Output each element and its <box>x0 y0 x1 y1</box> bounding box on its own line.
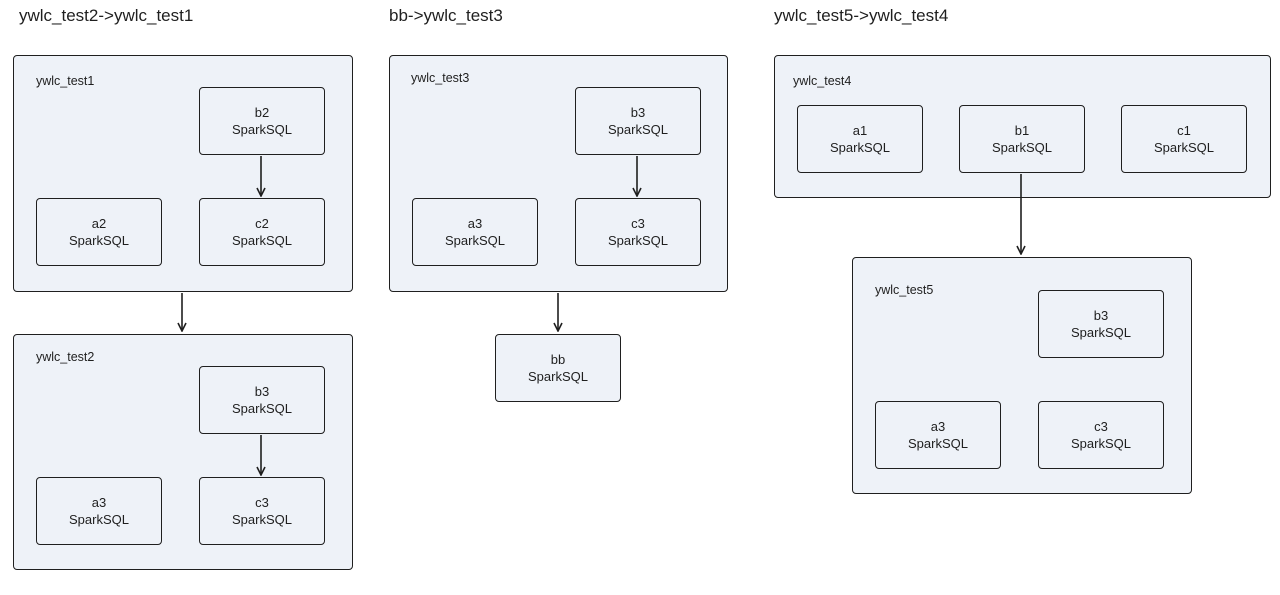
node-type: SparkSQL <box>1071 325 1131 340</box>
node-name: b1 <box>1014 123 1030 138</box>
node-c3[interactable]: c3 SparkSQL <box>1038 401 1164 469</box>
group-ywlc-test5[interactable]: ywlc_test5 b3 SparkSQL a3 SparkSQL c3 Sp… <box>852 257 1192 494</box>
node-b1[interactable]: b1 SparkSQL <box>959 105 1085 173</box>
node-type: SparkSQL <box>232 401 292 416</box>
diagram-title: ywlc_test5->ywlc_test4 <box>774 6 949 25</box>
group-label: ywlc_test5 <box>875 283 934 297</box>
group-label: ywlc_test3 <box>411 71 470 85</box>
node-c3[interactable]: c3 SparkSQL <box>575 198 701 266</box>
node-type: SparkSQL <box>232 233 292 248</box>
node-type: SparkSQL <box>232 122 292 137</box>
node-name: a3 <box>930 419 946 434</box>
group-ywlc-test2[interactable]: ywlc_test2 b3 SparkSQL a3 SparkSQL c3 Sp… <box>13 334 353 570</box>
node-type: SparkSQL <box>528 369 588 384</box>
node-b3[interactable]: b3 SparkSQL <box>575 87 701 155</box>
diagram-title: ywlc_test2->ywlc_test1 <box>19 6 194 25</box>
node-type: SparkSQL <box>1071 436 1131 451</box>
group-ywlc-test4[interactable]: ywlc_test4 a1 SparkSQL b1 SparkSQL c1 Sp… <box>774 55 1271 198</box>
node-c3[interactable]: c3 SparkSQL <box>199 477 325 545</box>
node-name: c3 <box>1094 419 1108 434</box>
node-type: SparkSQL <box>608 122 668 137</box>
group-label: ywlc_test2 <box>36 350 95 364</box>
node-name: b3 <box>630 105 646 120</box>
node-b3[interactable]: b3 SparkSQL <box>1038 290 1164 358</box>
node-name: c2 <box>255 216 269 231</box>
node-type: SparkSQL <box>830 140 890 155</box>
node-name: bb <box>550 352 566 367</box>
node-name: c3 <box>631 216 645 231</box>
node-name: a2 <box>91 216 107 231</box>
node-name: b2 <box>254 105 270 120</box>
node-type: SparkSQL <box>69 512 129 527</box>
group-label: ywlc_test4 <box>793 74 852 88</box>
node-b3[interactable]: b3 SparkSQL <box>199 366 325 434</box>
node-name: a3 <box>467 216 483 231</box>
node-a1[interactable]: a1 SparkSQL <box>797 105 923 173</box>
node-c1[interactable]: c1 SparkSQL <box>1121 105 1247 173</box>
node-name: c1 <box>1177 123 1191 138</box>
node-a2[interactable]: a2 SparkSQL <box>36 198 162 266</box>
group-ywlc-test1[interactable]: ywlc_test1 b2 SparkSQL a2 SparkSQL c2 Sp… <box>13 55 353 292</box>
node-type: SparkSQL <box>69 233 129 248</box>
node-a3[interactable]: a3 SparkSQL <box>875 401 1001 469</box>
node-bb[interactable]: bb SparkSQL <box>495 334 621 402</box>
node-name: b3 <box>1093 308 1109 323</box>
group-label: ywlc_test1 <box>36 74 95 88</box>
node-c2[interactable]: c2 SparkSQL <box>199 198 325 266</box>
node-type: SparkSQL <box>232 512 292 527</box>
node-a3[interactable]: a3 SparkSQL <box>412 198 538 266</box>
node-type: SparkSQL <box>908 436 968 451</box>
node-name: b3 <box>254 384 270 399</box>
node-type: SparkSQL <box>992 140 1052 155</box>
group-ywlc-test3[interactable]: ywlc_test3 b3 SparkSQL a3 SparkSQL c3 Sp… <box>389 55 728 292</box>
node-name: c3 <box>255 495 269 510</box>
diagram-title: bb->ywlc_test3 <box>389 6 503 25</box>
node-name: a1 <box>852 123 868 138</box>
node-name: a3 <box>91 495 107 510</box>
node-type: SparkSQL <box>1154 140 1214 155</box>
node-type: SparkSQL <box>608 233 668 248</box>
node-b2[interactable]: b2 SparkSQL <box>199 87 325 155</box>
node-a3[interactable]: a3 SparkSQL <box>36 477 162 545</box>
node-type: SparkSQL <box>445 233 505 248</box>
